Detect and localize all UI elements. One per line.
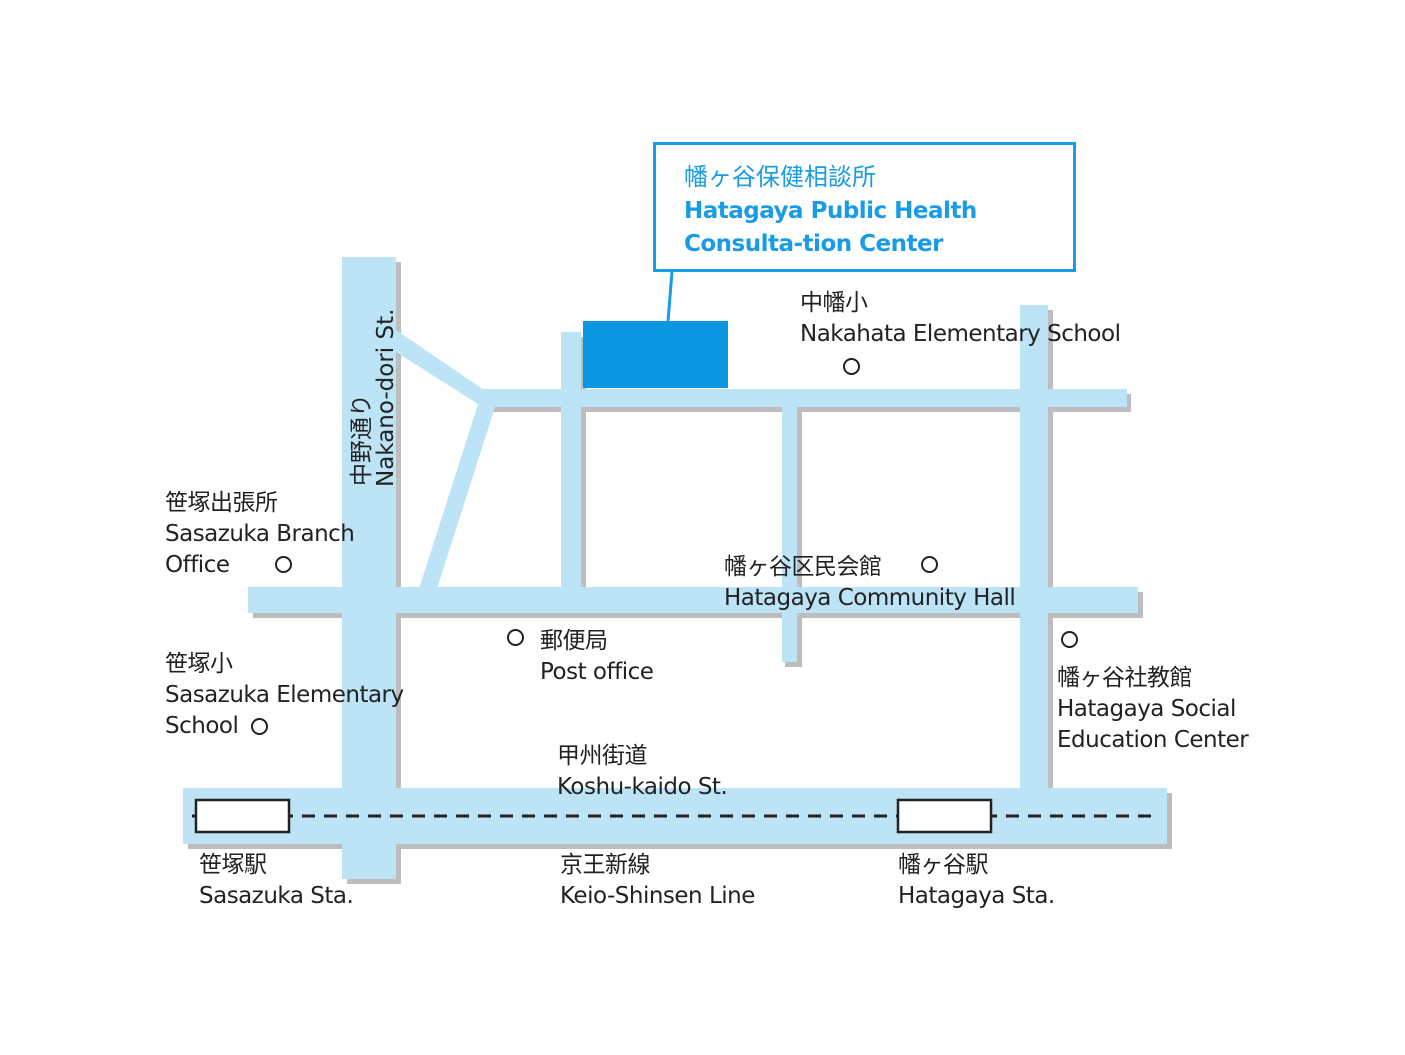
side-road-2: [782, 392, 797, 662]
social-education-label: 幡ヶ谷社教館 Hatagaya Social Education Center: [1057, 663, 1249, 756]
nakano-dori-label-jp: 中野通り: [349, 394, 375, 486]
sasazuka-elem-jp: 笹塚小: [165, 651, 233, 677]
nakahata-jp: 中幡小: [800, 290, 868, 316]
sasazuka-sta-en: Sasazuka Sta.: [199, 883, 354, 909]
social-ed-jp: 幡ヶ谷社教館: [1057, 665, 1193, 691]
social-ed-en1: Hatagaya Social: [1057, 696, 1236, 722]
nakano-dori-label-en: Nakano-dori St.: [373, 308, 399, 487]
sasazuka-sta-jp: 笹塚駅: [199, 852, 267, 878]
side-road-1: [561, 332, 581, 594]
sasazuka-elementary-poi-marker: [251, 718, 268, 735]
koshu-jp: 甲州街道: [557, 743, 648, 769]
nakahata-poi-marker: [843, 358, 860, 375]
destination-callout: 幡ヶ谷保健相談所 Hatagaya Public Health Consulta…: [653, 142, 1076, 272]
sasazuka-branch-en2: Office: [165, 552, 230, 578]
sasazuka-elem-en2: School: [165, 713, 239, 739]
community-hall-poi-marker: [921, 556, 938, 573]
nakahata-en: Nakahata Elementary School: [800, 321, 1121, 347]
keio-line-jp: 京王新線: [560, 852, 650, 878]
post-office-poi-marker: [507, 629, 524, 646]
sasazuka-branch-poi-marker: [275, 556, 292, 573]
social-education-poi-marker: [1061, 631, 1078, 648]
destination-name-jp: 幡ヶ谷保健相談所: [684, 163, 876, 191]
hatagaya-station-marker: [896, 798, 993, 834]
sasazuka-elem-en1: Sasazuka Elementary: [165, 682, 404, 708]
post-office-en: Post office: [540, 659, 654, 685]
sasazuka-branch-en1: Sasazuka Branch: [165, 521, 355, 547]
destination-name-en: Hatagaya Public Health Consulta-tion Cen…: [684, 198, 977, 257]
hatagaya-sta-en: Hatagaya Sta.: [898, 883, 1055, 909]
side-road-3: [1020, 305, 1048, 795]
social-ed-en2: Education Center: [1057, 727, 1249, 753]
diagonal-road-1: [396, 330, 490, 404]
community-hall-label: 幡ヶ谷区民会館 Hatagaya Community Hall: [724, 552, 1016, 614]
keio-line-en: Keio-Shinsen Line: [560, 883, 755, 909]
sasazuka-elementary-label: 笹塚小 Sasazuka Elementary School: [165, 649, 404, 742]
north-street-road: [480, 389, 1127, 407]
sasazuka-station-marker: [194, 798, 291, 834]
community-hall-en: Hatagaya Community Hall: [724, 585, 1016, 611]
nakano-dori-road: [342, 257, 396, 879]
sasazuka-station-label: 笹塚駅 Sasazuka Sta.: [199, 850, 354, 912]
post-office-jp: 郵便局: [540, 628, 608, 654]
diagonal-road-2: [418, 398, 496, 592]
nakahata-elementary-label: 中幡小 Nakahata Elementary School: [800, 288, 1121, 350]
community-hall-jp: 幡ヶ谷区民会館: [724, 554, 882, 580]
sasazuka-branch-jp: 笹塚出張所: [165, 490, 278, 516]
cross-street-road: [248, 587, 1138, 613]
hatagaya-sta-jp: 幡ヶ谷駅: [898, 852, 988, 878]
post-office-label: 郵便局 Post office: [540, 626, 654, 688]
koshu-en: Koshu-kaido St.: [557, 774, 728, 800]
koshu-kaido-label: 甲州街道 Koshu-kaido St.: [557, 741, 728, 803]
destination-building: [583, 321, 728, 388]
callout-pointer: [666, 271, 674, 322]
hatagaya-station-label: 幡ヶ谷駅 Hatagaya Sta.: [898, 850, 1055, 912]
sasazuka-branch-label: 笹塚出張所 Sasazuka Branch Office: [165, 488, 355, 581]
keio-line-label: 京王新線 Keio-Shinsen Line: [560, 850, 755, 912]
